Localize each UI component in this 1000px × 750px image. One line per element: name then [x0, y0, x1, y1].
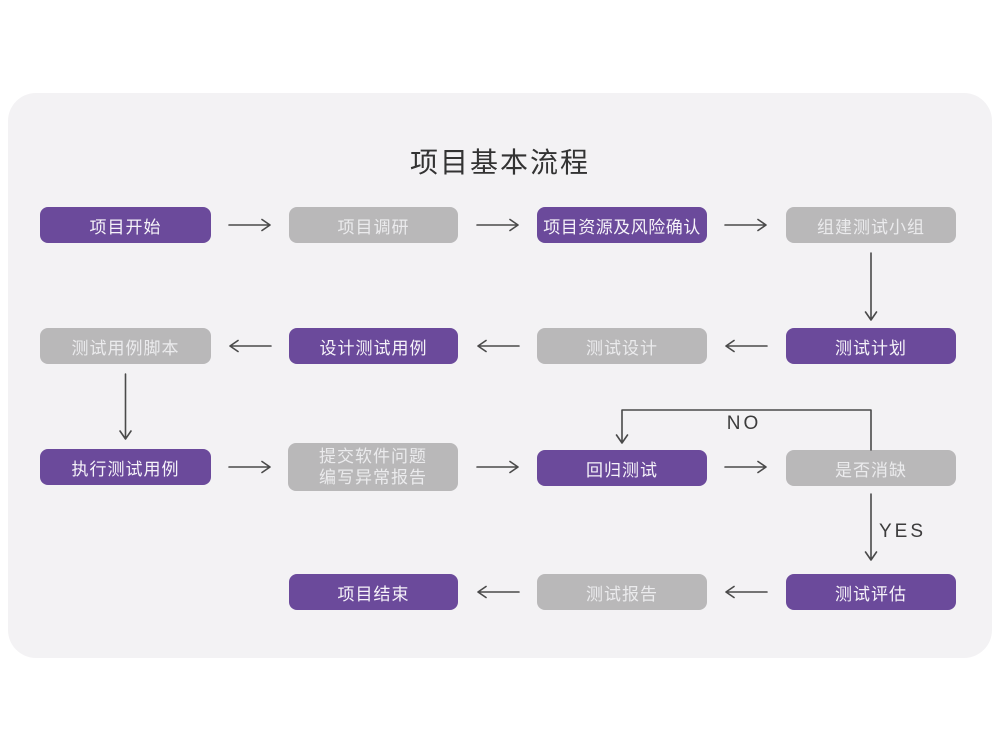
- node-project-start: 项目开始: [40, 207, 211, 243]
- node-defect-cleared: 是否消缺: [786, 450, 956, 486]
- node-build-team: 组建测试小组: [786, 207, 956, 243]
- node-submit-issues-line1: 提交软件问题: [319, 447, 427, 466]
- node-execute-cases: 执行测试用例: [40, 449, 211, 485]
- node-submit-issues: 提交软件问题 编写异常报告: [288, 443, 458, 491]
- node-regression-test: 回归测试: [537, 450, 707, 486]
- node-test-evaluation: 测试评估: [786, 574, 956, 610]
- node-project-research: 项目调研: [289, 207, 458, 243]
- node-test-design: 测试设计: [537, 328, 707, 364]
- node-case-script: 测试用例脚本: [40, 328, 211, 364]
- node-submit-issues-line2: 编写异常报告: [319, 468, 427, 487]
- node-design-cases: 设计测试用例: [289, 328, 458, 364]
- page-title: 项目基本流程: [409, 147, 590, 178]
- no-label: NO: [726, 413, 762, 434]
- node-test-plan: 测试计划: [786, 328, 956, 364]
- node-project-end: 项目结束: [289, 574, 458, 610]
- flowchart-card: [8, 93, 992, 658]
- yes-label: YES: [879, 521, 927, 542]
- node-resource-risk: 项目资源及风险确认: [537, 207, 707, 243]
- node-test-report: 测试报告: [537, 574, 707, 610]
